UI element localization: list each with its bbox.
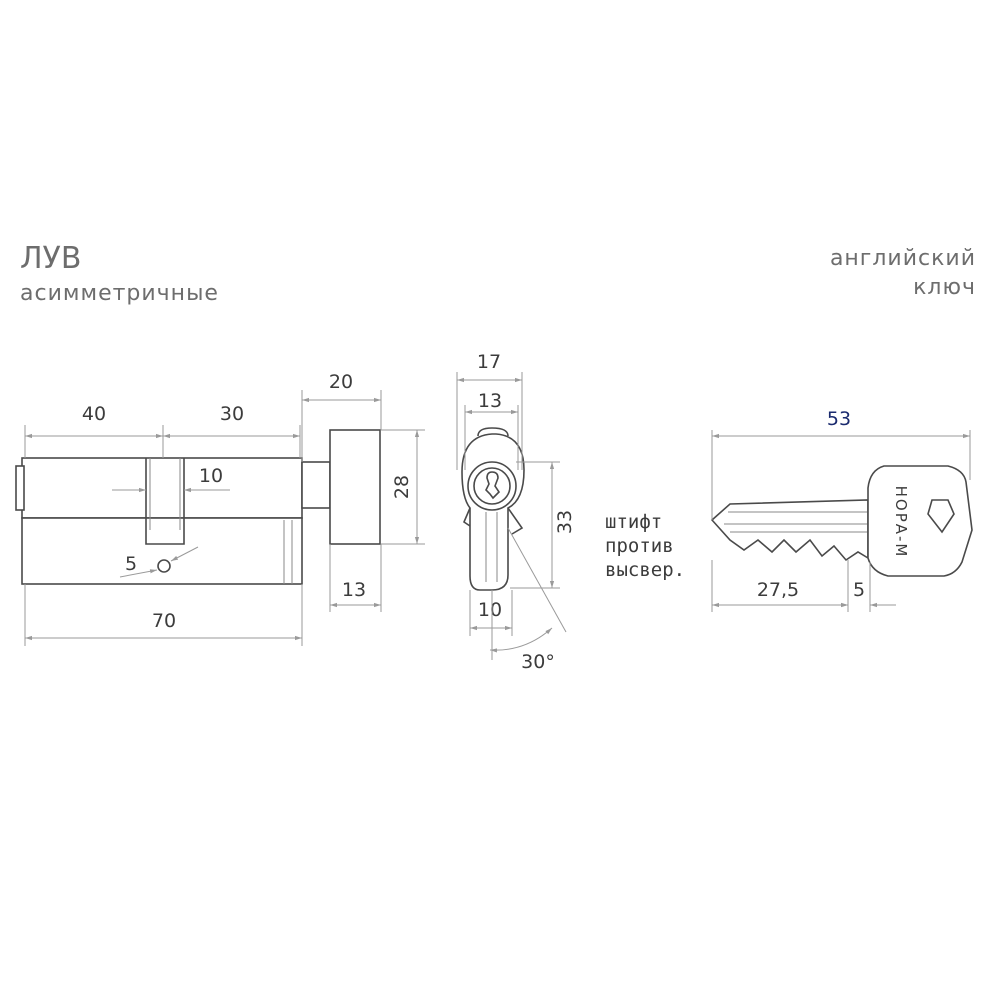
product-code-title: ЛУВ [20, 241, 81, 276]
key-drawing: НОРА-М 53 27,5 5 [710, 408, 973, 612]
cylinder-profile-outline [461, 433, 525, 591]
keyway-icon [485, 471, 501, 500]
key-plug-inner [473, 467, 511, 505]
key-type-label-line2: ключ [913, 275, 976, 300]
dim-5-hole-label: 5 [125, 553, 137, 575]
dim-30-label: 30 [220, 403, 244, 425]
key-blade [710, 499, 869, 562]
cylinder-lower-body [21, 517, 303, 585]
dim-20-label: 20 [329, 371, 353, 393]
dim-53-label: 53 [827, 408, 851, 430]
key-bow [867, 465, 973, 577]
key-type-label-line1: английский [830, 246, 976, 271]
key-hole [927, 499, 955, 534]
anti-drill-note-line2: против [605, 535, 674, 557]
dim-17-label: 17 [477, 351, 501, 373]
dim-13-profile-label: 13 [478, 390, 502, 412]
dim-40-label: 40 [82, 403, 106, 425]
product-type-subtitle: асимметричные [20, 281, 219, 306]
dim-28-label: 28 [391, 475, 413, 499]
thumbturn-shaft [301, 461, 331, 509]
dim-70-label: 70 [152, 610, 176, 632]
dim-5-key-label: 5 [853, 579, 865, 601]
fixing-screw-hole [157, 559, 171, 573]
angle-30-label: 30° [521, 651, 555, 673]
anti-drill-note-line1: штифт [605, 511, 662, 533]
cylinder-profile-view: 17 13 33 10 30° штифт против высвер. [456, 351, 685, 673]
dim-13-knob-label: 13 [342, 579, 366, 601]
cylinder-end-cap [15, 465, 25, 511]
cylinder-upper-body [21, 457, 303, 519]
key-brand-label: НОРА-М [892, 486, 910, 559]
key-plug-outer [467, 461, 517, 511]
cylinder-side-view: 40 30 20 10 28 5 13 70 [15, 371, 425, 646]
dim-33-label: 33 [554, 510, 576, 534]
dim-10-slot-label: 10 [199, 465, 223, 487]
dim-27-5-label: 27,5 [757, 579, 799, 601]
thumbturn-knob [329, 429, 381, 545]
anti-drill-note-line3: высвер. [605, 559, 685, 581]
dim-10-profile-label: 10 [478, 599, 502, 621]
cam-slot [145, 458, 185, 545]
